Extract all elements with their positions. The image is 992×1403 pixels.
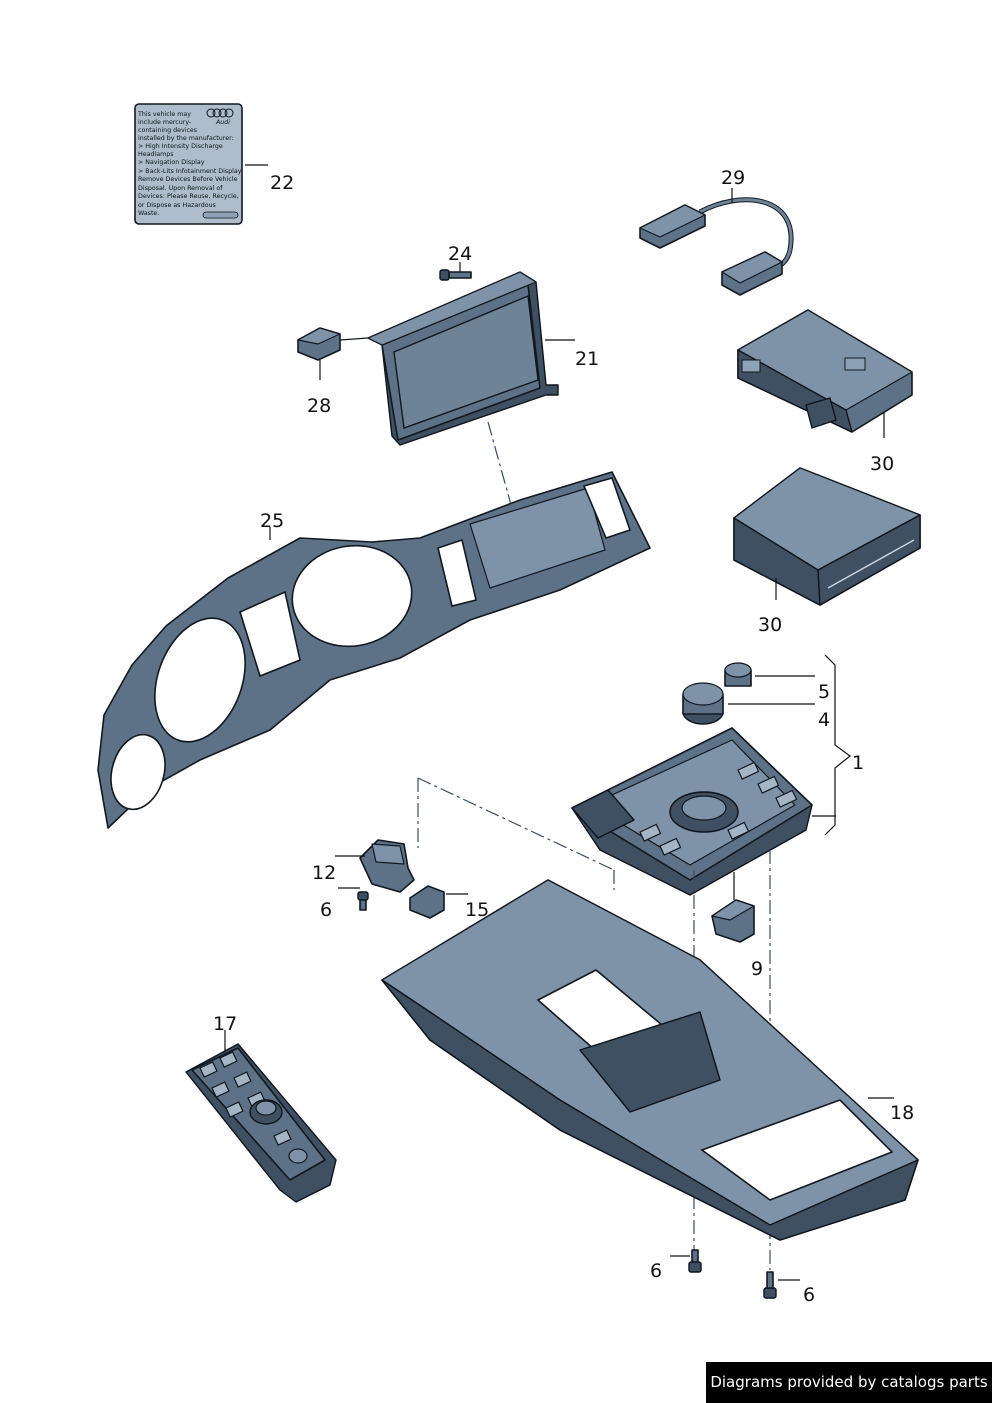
part-5-small-knob (724, 662, 752, 687)
part-30-module-upper (737, 309, 913, 433)
audi-rings-logo (206, 108, 234, 118)
callout-9: 9 (751, 958, 763, 980)
sticker-line: > Back-Lits Infotainment Display (138, 168, 242, 175)
part-15-clip (409, 885, 445, 919)
callout-28: 28 (307, 395, 331, 417)
part-6-screw-a (357, 891, 369, 911)
callout-1: 1 (852, 752, 864, 774)
callout-24: 24 (448, 243, 472, 265)
callout-12: 12 (312, 862, 336, 884)
sticker-line: include mercury- (138, 119, 191, 126)
attribution-banner: Diagrams provided by catalogs parts (706, 1362, 992, 1403)
callout-6-c: 6 (803, 1284, 815, 1306)
sticker-line: Devices: Please Reuse, Recycle, (138, 193, 239, 200)
part-30-module-lower (733, 467, 921, 606)
callout-5: 5 (818, 681, 830, 703)
callout-17: 17 (213, 1013, 237, 1035)
callout-18: 18 (890, 1102, 914, 1124)
part-4-large-knob (682, 682, 724, 725)
sticker-brand: Audi (215, 119, 230, 126)
sticker-line: containing devices (138, 127, 197, 134)
part-6-screw-b (688, 1249, 702, 1273)
sticker-line: Disposal. Upon Removal of (138, 185, 223, 192)
callout-22: 22 (270, 172, 294, 194)
callout-29: 29 (721, 167, 745, 189)
sticker-line: or Dispose as Hazardous (138, 202, 216, 209)
callout-30-upper: 30 (870, 453, 894, 475)
sticker-line: Headlamps (138, 151, 174, 158)
part-29-cable-adapter (639, 197, 794, 296)
part-17-remote-control (185, 1043, 337, 1203)
part-9-connector (711, 899, 755, 943)
callout-6-a: 6 (320, 899, 332, 921)
callout-15: 15 (465, 899, 489, 921)
sticker-line: Remove Devices Before Vehicle (138, 176, 238, 183)
sticker-line: > Navigation Display (138, 159, 205, 166)
callout-25: 25 (260, 510, 284, 532)
part-22-warning-label: Audi This vehicle may include mercury- c… (134, 103, 243, 225)
sticker-line: This vehicle may (137, 111, 191, 118)
callout-21: 21 (575, 348, 599, 370)
part-6-screw-c (763, 1271, 777, 1299)
part-18-center-console (381, 879, 919, 1241)
part-21-display-unit (367, 271, 559, 446)
sticker-line: Waste. (138, 210, 159, 217)
sticker-line: > High Intensity Discharge (138, 143, 223, 150)
callout-4: 4 (818, 709, 830, 731)
callout-6-b: 6 (650, 1260, 662, 1282)
part-24-screw (439, 269, 472, 281)
callout-30-lower: 30 (758, 614, 782, 636)
part-1-control-panel (571, 727, 813, 896)
part-28-connector (297, 327, 369, 361)
sticker-line: installed by the manufacturer: (138, 135, 234, 142)
part-25-dash-trim (97, 471, 651, 829)
part-12-switch (359, 839, 415, 893)
